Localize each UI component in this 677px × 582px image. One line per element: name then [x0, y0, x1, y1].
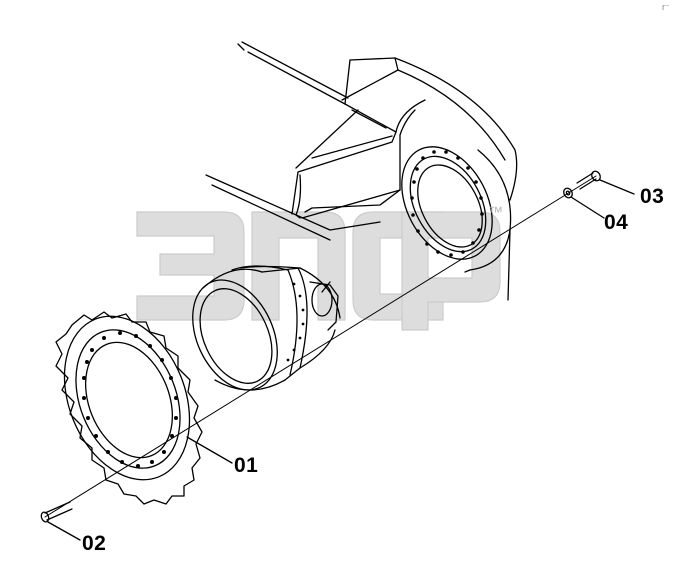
assembly-axis-line: [44, 175, 597, 518]
sprocket-holes: [82, 331, 178, 468]
corner-mark: r⁻: [662, 2, 670, 12]
callout-04: 04: [604, 211, 629, 234]
watermark-logo: [136, 211, 501, 331]
motor-flange-holes: [286, 282, 305, 362]
leader-line-03: [599, 179, 635, 195]
leader-line-04: [570, 196, 605, 219]
sprocket: [55, 311, 203, 505]
watermark-trademark: ™: [488, 204, 503, 221]
travel-motor: [192, 265, 341, 391]
leader-line-02: [47, 521, 81, 541]
bolt-03: [576, 170, 601, 190]
callout-01: 01: [234, 454, 259, 477]
mounting-holes: [410, 150, 484, 257]
track-frame: [205, 41, 518, 301]
leader-line-01: [186, 436, 233, 464]
bolt-02: [40, 501, 73, 523]
callout-02: 02: [82, 532, 107, 555]
callout-03: 03: [640, 185, 665, 208]
